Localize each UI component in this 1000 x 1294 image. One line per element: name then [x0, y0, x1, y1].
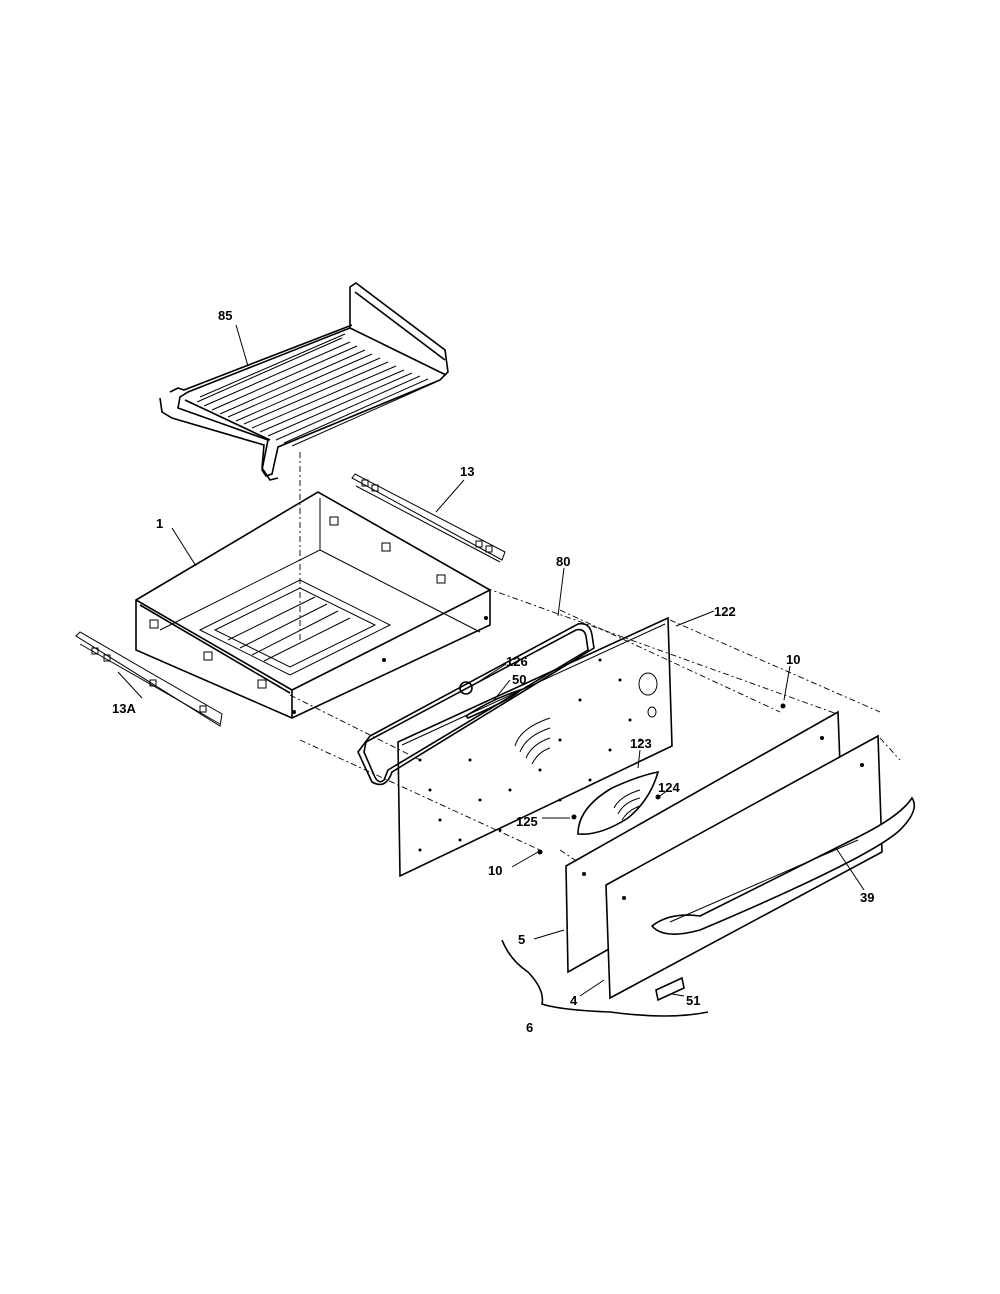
label-85: 85 — [218, 308, 232, 323]
slide-rail-right — [351, 473, 506, 563]
label-13: 13 — [460, 464, 474, 479]
label-5: 5 — [518, 932, 525, 947]
label-4: 4 — [570, 993, 578, 1008]
label-125: 125 — [516, 814, 538, 829]
label-6: 6 — [526, 1020, 533, 1035]
label-126: 126 — [506, 654, 528, 669]
panel-holes — [418, 658, 642, 852]
clip-126 — [459, 663, 507, 695]
bracket-50 — [464, 688, 523, 719]
assembly-bracket — [501, 939, 709, 1017]
screw-10-bottom-icon — [537, 849, 543, 855]
label-51: 51 — [686, 993, 700, 1008]
screw-124-icon — [655, 794, 661, 800]
label-10-top: 10 — [786, 652, 800, 667]
door-handle — [650, 796, 916, 935]
label-13a: 13A — [112, 701, 136, 716]
label-10-bottom: 10 — [488, 863, 502, 878]
door-gasket — [357, 622, 595, 786]
label-1: 1 — [156, 516, 163, 531]
screw-10-top-icon — [780, 703, 786, 709]
label-122: 122 — [714, 604, 736, 619]
label-123: 123 — [630, 736, 652, 751]
label-39: 39 — [860, 890, 874, 905]
label-80: 80 — [556, 554, 570, 569]
nameplate-51 — [655, 976, 685, 1002]
leader-lines — [117, 324, 865, 997]
badge-123 — [577, 770, 660, 835]
label-50: 50 — [512, 672, 526, 687]
part-labels: 85 1 13 13A 80 122 126 50 10 123 124 125… — [112, 308, 874, 1035]
rack-wires — [196, 333, 437, 447]
slide-rail-left — [75, 631, 223, 727]
inner-door-panel — [397, 616, 673, 878]
wire-rack — [159, 282, 449, 481]
label-124: 124 — [658, 780, 680, 795]
drawer-body — [135, 491, 491, 719]
screw-125-icon — [571, 814, 577, 820]
